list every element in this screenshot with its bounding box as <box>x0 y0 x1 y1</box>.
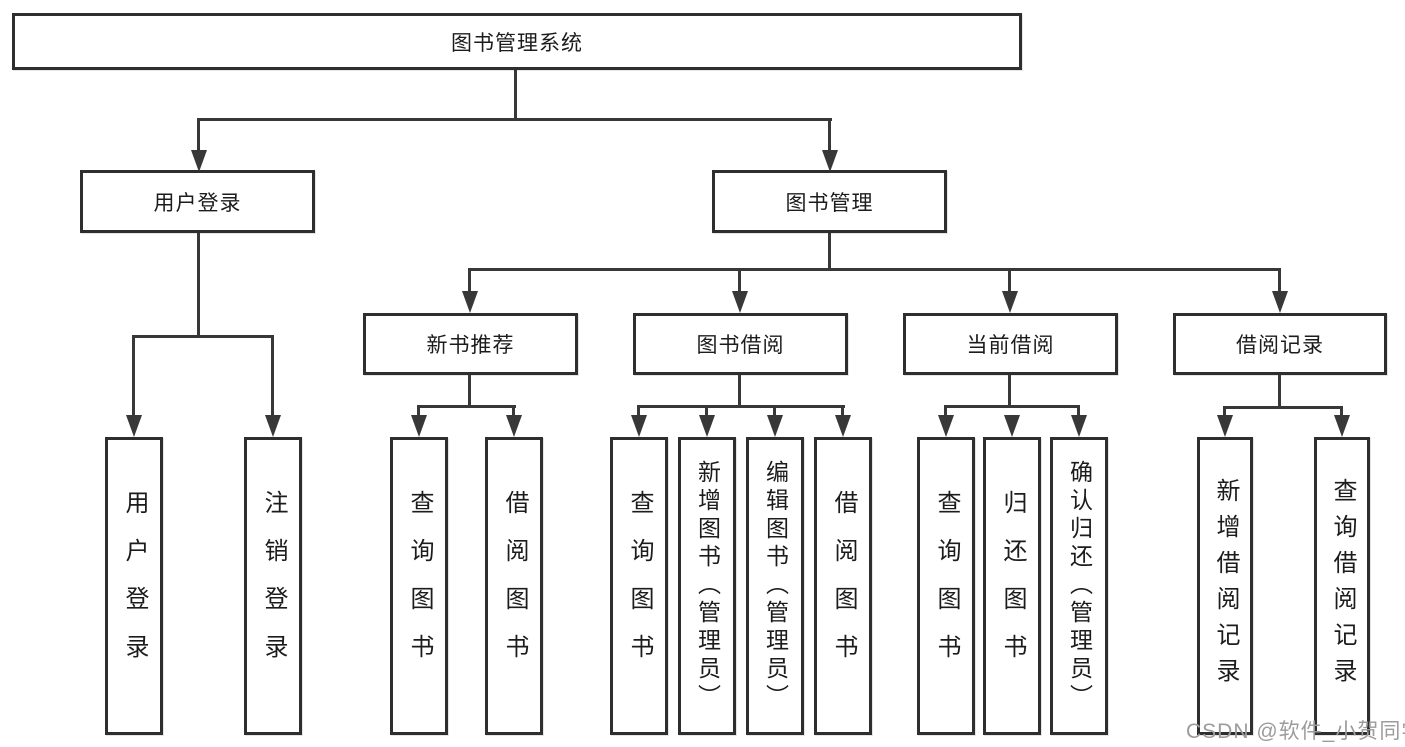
leaf-label: 确认归还（管理员） <box>1066 460 1093 712</box>
arrow-down-icon <box>191 150 207 172</box>
leaf-label: 用户登录 <box>121 490 148 682</box>
node-label: 图书借阅 <box>696 334 785 357</box>
node-book-management: 图书管理 <box>712 170 947 233</box>
line <box>132 335 274 338</box>
arrow-down-icon <box>699 415 715 437</box>
arrow-down-icon <box>822 150 838 172</box>
node-label: 当前借阅 <box>966 334 1055 357</box>
line <box>944 405 1080 408</box>
leaf-borrow-books-1: 借阅图书 <box>485 437 543 735</box>
leaf-confirm-return-admin: 确认归还（管理员） <box>1050 437 1108 735</box>
line <box>637 405 640 418</box>
line <box>1077 405 1080 418</box>
leaf-add-books-admin: 新增图书（管理员） <box>678 437 736 735</box>
arrow-down-icon <box>462 291 478 313</box>
line <box>514 70 517 118</box>
arrow-down-icon <box>126 415 142 437</box>
line <box>468 268 1281 271</box>
leaf-label: 借阅图书 <box>501 490 528 682</box>
node-label: 图书管理 <box>785 191 874 215</box>
leaf-label: 查询图书 <box>933 490 960 682</box>
line <box>944 405 947 418</box>
leaf-borrow-books-2: 借阅图书 <box>814 437 872 735</box>
node-current-borrow: 当前借阅 <box>903 313 1118 375</box>
node-label: 图书管理系统 <box>451 31 583 55</box>
arrow-down-icon <box>411 415 427 437</box>
leaf-return-books: 归还图书 <box>983 437 1041 735</box>
line <box>1278 375 1281 406</box>
arrow-down-icon <box>506 415 522 437</box>
leaf-query-borrow-record: 查询借阅记录 <box>1314 437 1370 735</box>
line <box>468 268 471 294</box>
arrow-down-icon <box>1272 291 1288 313</box>
line <box>197 118 200 152</box>
line <box>512 405 515 418</box>
arrow-down-icon <box>631 415 647 437</box>
node-label: 用户登录 <box>153 191 242 215</box>
arrow-down-icon <box>1004 415 1020 437</box>
node-new-book-recommend: 新书推荐 <box>363 313 578 375</box>
leaf-label: 查询图书 <box>406 490 433 682</box>
line <box>828 118 831 152</box>
leaf-query-books-2: 查询图书 <box>610 437 668 735</box>
arrow-down-icon <box>1071 415 1087 437</box>
node-label: 借阅记录 <box>1236 334 1324 357</box>
leaf-label: 借阅图书 <box>830 490 857 682</box>
line <box>132 335 135 417</box>
leaf-label: 注销登录 <box>260 490 287 682</box>
leaf-add-borrow-record: 新增借阅记录 <box>1197 437 1253 735</box>
leaf-query-books-1: 查询图书 <box>390 437 448 735</box>
line <box>271 335 274 417</box>
arrow-down-icon <box>938 415 954 437</box>
line <box>828 233 831 271</box>
line <box>417 405 420 418</box>
line <box>197 118 832 121</box>
leaf-user-login: 用户登录 <box>105 437 163 735</box>
line <box>738 375 741 405</box>
leaf-label: 新增借阅记录 <box>1212 478 1239 694</box>
line <box>1008 375 1011 405</box>
line <box>1340 406 1343 418</box>
csdn-watermark: CSDN @软件_小贺同学 <box>1186 720 1405 743</box>
arrow-down-icon <box>835 415 851 437</box>
line <box>738 268 741 294</box>
line <box>1223 406 1226 418</box>
node-root-system: 图书管理系统 <box>12 13 1022 70</box>
leaf-label: 编辑图书（管理员） <box>762 460 789 712</box>
line <box>705 405 708 418</box>
node-borrow-records: 借阅记录 <box>1173 313 1387 375</box>
leaf-label: 查询借阅记录 <box>1329 478 1356 694</box>
node-label: 新书推荐 <box>426 334 515 357</box>
arrow-down-icon <box>1002 291 1018 313</box>
line <box>841 405 844 418</box>
line <box>197 233 200 335</box>
leaf-label: 新增图书（管理员） <box>694 460 721 712</box>
line <box>468 375 471 405</box>
leaf-edit-books-admin: 编辑图书（管理员） <box>746 437 804 735</box>
leaf-logout: 注销登录 <box>244 437 302 735</box>
arrow-down-icon <box>767 415 783 437</box>
arrow-down-icon <box>732 291 748 313</box>
arrow-down-icon <box>265 415 281 437</box>
line <box>417 405 516 408</box>
line <box>1278 268 1281 294</box>
line <box>637 405 845 408</box>
line <box>1008 268 1011 294</box>
line <box>773 405 776 418</box>
node-book-borrow: 图书借阅 <box>633 313 848 375</box>
node-user-login: 用户登录 <box>80 170 315 233</box>
leaf-label: 归还图书 <box>999 490 1026 682</box>
arrow-down-icon <box>1217 415 1233 437</box>
arrow-down-icon <box>1334 415 1350 437</box>
line <box>1223 406 1343 409</box>
leaf-label: 查询图书 <box>626 490 653 682</box>
leaf-query-books-3: 查询图书 <box>917 437 975 735</box>
